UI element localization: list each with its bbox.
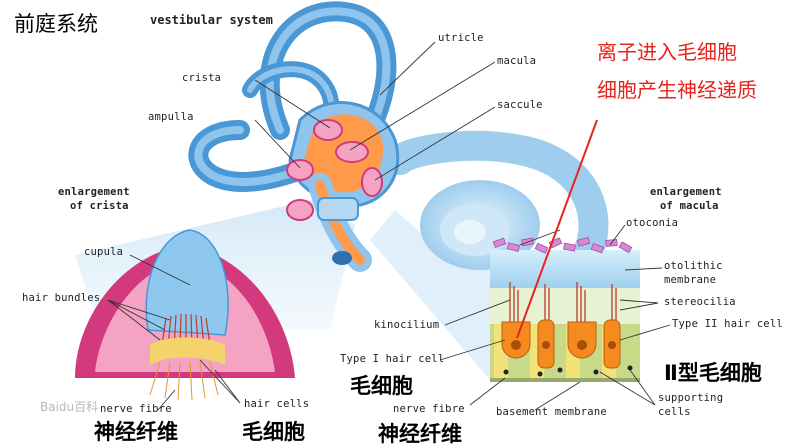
label-otoconia: otoconia <box>626 217 679 229</box>
annotation-hair-cell-mid: 毛细胞 <box>350 374 413 398</box>
label-ampulla: ampulla <box>148 111 194 123</box>
label-supporting-1: supporting <box>658 392 724 404</box>
annotation-nerve-fibre-mid: 神经纤维 <box>378 422 462 446</box>
annotation-arrow <box>516 119 598 339</box>
label-macula: macula <box>497 55 537 67</box>
label-cupula: cupula <box>84 246 124 258</box>
label-enlargement-crista-2: of crista <box>70 200 129 212</box>
label-type1-hair-cell: Type I hair cell <box>340 353 445 365</box>
annotation-nerve-fibre-left: 神经纤维 <box>94 420 178 444</box>
label-hair-cells: hair cells <box>244 398 310 410</box>
leader-lines <box>107 41 671 411</box>
label-otolithic-2: membrane <box>664 274 717 286</box>
label-saccule: saccule <box>497 99 543 111</box>
annotation-neurotransmitter: 细胞产生神经递质 <box>597 78 757 102</box>
label-nerve-fibre-mid: nerve fibre <box>393 403 465 415</box>
label-crista: crista <box>182 72 222 84</box>
title-english: vestibular system <box>150 13 273 27</box>
label-enlargement-macula-1: enlargement <box>650 186 722 198</box>
label-enlargement-crista-1: enlargement <box>58 186 130 198</box>
macula-enlargement <box>490 237 640 382</box>
label-stereocilia: stereocilia <box>664 296 736 308</box>
ampullae <box>286 119 383 221</box>
title-chinese: 前庭系统 <box>14 12 98 36</box>
label-kinocilium: kinocilium <box>374 319 440 331</box>
label-utricle: utricle <box>438 32 484 44</box>
label-type2-hair-cell: Type II hair cell <box>672 318 783 330</box>
annotation-type2-hair-cell: Ⅱ型毛细胞 <box>664 361 762 385</box>
watermark: Baidu百科 <box>40 400 99 414</box>
label-otolithic-1: otolithic <box>664 260 723 272</box>
annotation-ion-entry: 离子进入毛细胞 <box>597 40 737 64</box>
label-hair-bundles: hair bundles <box>22 292 101 304</box>
crista-enlargement <box>75 229 295 401</box>
label-nerve-fibre-left: nerve fibre <box>100 403 172 415</box>
label-supporting-2: cells <box>658 406 691 418</box>
label-enlargement-macula-2: of macula <box>660 200 719 212</box>
annotation-hair-cell-left: 毛细胞 <box>242 420 305 444</box>
label-basement-membrane: basement membrane <box>496 406 607 418</box>
